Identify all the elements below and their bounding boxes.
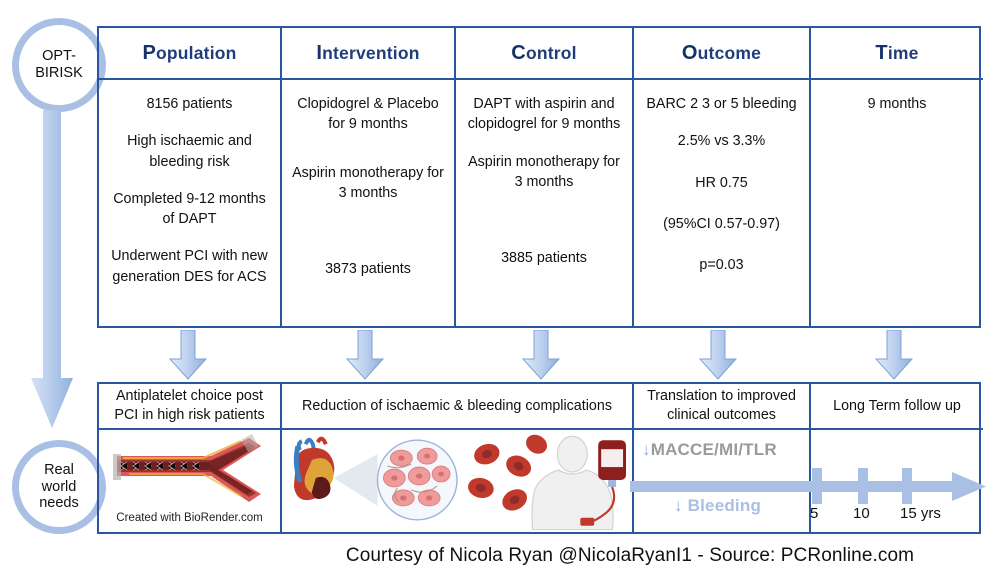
cell-outcome: BARC 2 3 or 5 bleeding 2.5% vs 3.3% HR 0… — [632, 80, 809, 326]
trial-name-line2: BIRISK — [35, 65, 83, 81]
needs-header-antiplatelet: Antiplatelet choice post PCI in high ris… — [99, 384, 280, 430]
cell-population: 8156 patients High ischaemic and bleedin… — [111, 96, 268, 285]
needs-line1: Real — [44, 461, 74, 478]
connector-arrow-outcome-icon — [699, 330, 737, 380]
source-caption: Courtesy of Nicola Ryan @NicolaRyanI1 - … — [0, 545, 1000, 567]
connector-arrow-intervention-icon — [346, 330, 384, 380]
source-caption-text: Courtesy of Nicola Ryan @NicolaRyanI1 - … — [345, 545, 915, 566]
cell-intervention: Clopidogrel & Placebo for 9 months Aspir… — [280, 80, 454, 326]
followup-timeline-arrow-icon — [630, 468, 986, 504]
down-arrow-icon-2: ↓ — [674, 496, 683, 515]
needs-line2: world — [41, 478, 77, 495]
needs-header-translation: Translation to improved clinical outcome… — [632, 384, 809, 430]
tick-label-15: 15 yrs — [900, 505, 941, 522]
real-world-needs-badge: Real world needs — [12, 440, 106, 534]
trial-name-line1: OPT- — [42, 48, 76, 65]
needs-header-reduction: Reduction of ischaemic & bleeding compli… — [280, 384, 632, 430]
complications-illustration-cell — [280, 430, 632, 532]
rail-down-arrow-icon — [31, 110, 73, 428]
biorender-credit: Created with BioRender.com — [116, 512, 263, 524]
cell-control: DAPT with aspirin and clopidogrel for 9 … — [454, 80, 632, 326]
tick-label-10: 10 — [853, 505, 870, 522]
connector-arrow-time-icon — [875, 330, 913, 380]
connector-arrow-population-icon — [169, 330, 207, 380]
real-world-needs-table: Antiplatelet choice post PCI in high ris… — [97, 382, 983, 534]
connector-arrow-control-icon — [522, 330, 560, 380]
cell-time: 9 months — [809, 80, 983, 326]
coronary-stent-icon — [113, 434, 261, 502]
stent-illustration-cell: Created with BioRender.com — [99, 430, 280, 532]
trial-name-badge: OPT- BIRISK — [12, 18, 106, 112]
needs-line3: needs — [39, 495, 79, 512]
heart-cells-bloodcells-patient-icon — [293, 434, 627, 531]
down-arrow-icon: ↓ — [642, 440, 651, 459]
bleeding-label: ↓ Bleeding — [674, 496, 762, 515]
needs-header-longterm: Long Term follow up — [809, 384, 983, 430]
macce-label: ↓MACCE/MI/TLR — [642, 440, 777, 459]
tick-label-5: 5 — [810, 505, 819, 522]
